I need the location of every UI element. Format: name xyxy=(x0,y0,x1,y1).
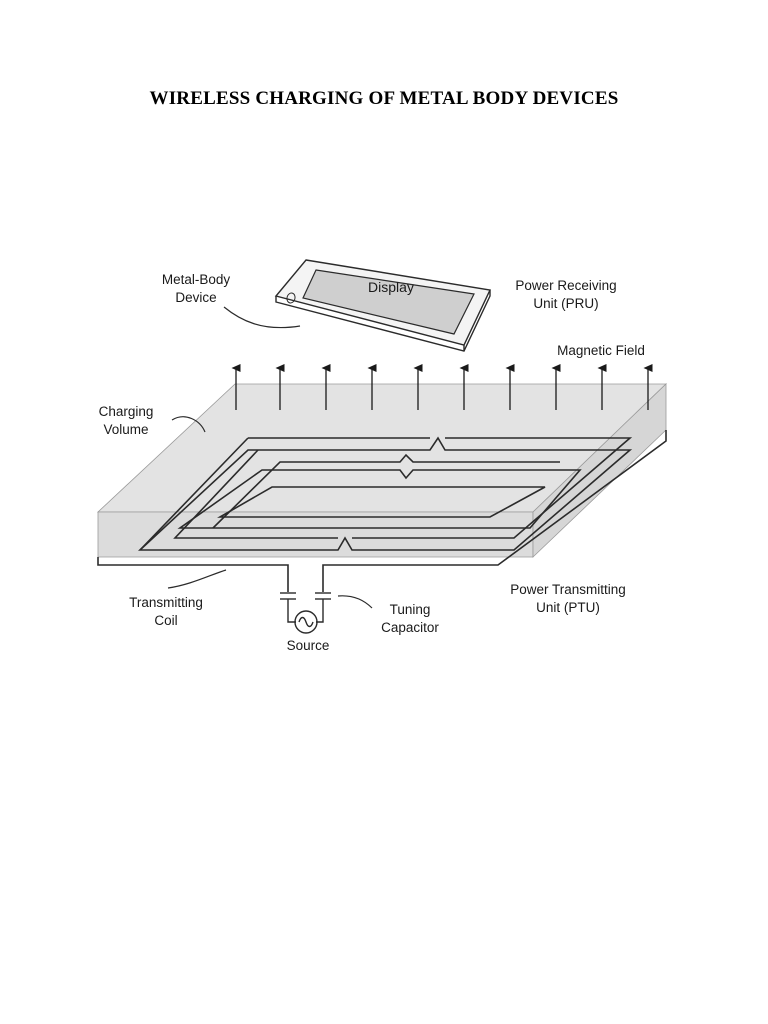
capacitor-right-lead xyxy=(316,599,324,623)
ptu-plate-right-edge xyxy=(345,430,667,566)
charging-volume-label-line1: Charging xyxy=(99,404,154,419)
capacitor-left-lead xyxy=(287,599,296,623)
transmitting-coil-label-line1: Transmitting xyxy=(129,595,203,610)
transmitting-coil xyxy=(97,430,667,592)
page-title: WIRELESS CHARGING OF METAL BODY DEVICES xyxy=(149,88,619,109)
power-transmitting-unit-label-line1: Power Transmitting xyxy=(510,582,626,597)
transmitting-coil-label-line2: Coil xyxy=(154,613,177,628)
power-receiving-unit-label-line2: Unit (PRU) xyxy=(533,296,598,311)
coil-loop-middle-inner xyxy=(212,453,560,529)
charging-volume-label-line2: Volume xyxy=(103,422,148,437)
coil-feed-right xyxy=(322,564,345,592)
leader-metal-body-device xyxy=(223,306,301,329)
power-transmitting-unit-label-line2: Unit (PTU) xyxy=(536,600,600,615)
leader-tuning-capacitor xyxy=(337,595,373,609)
magnetic-field-label: Magnetic Field xyxy=(557,343,645,358)
coil-feed-left xyxy=(237,564,289,592)
leader-lines xyxy=(167,306,373,609)
metal-body-device xyxy=(274,259,492,352)
coil-loop-outer xyxy=(137,436,633,551)
metal-body-device-label-line2: Device xyxy=(175,290,216,305)
display-label: Display xyxy=(368,279,414,295)
tuning-capacitor-label-line2: Capacitor xyxy=(381,620,439,635)
ac-source-wave xyxy=(298,616,314,628)
source-label: Source xyxy=(287,638,330,653)
labels: Metal-Body Device Display Power Receivin… xyxy=(99,272,645,653)
leader-charging-volume xyxy=(171,416,206,433)
ac-source-symbol xyxy=(294,610,318,634)
power-receiving-unit-label-line1: Power Receiving xyxy=(515,278,616,293)
metal-body-device-label-line1: Metal-Body xyxy=(162,272,231,287)
coil-loop-outer-top xyxy=(248,437,633,539)
tuning-capacitor-label-line1: Tuning xyxy=(390,602,431,617)
source-circuit xyxy=(280,592,331,634)
leader-transmitting-coil xyxy=(167,569,227,589)
coil-loop-inner xyxy=(217,486,546,518)
ptu-plate-outline xyxy=(97,557,237,566)
coil-loop-middle xyxy=(177,469,582,529)
coil-loop-outer-left xyxy=(139,437,338,551)
home-button xyxy=(286,292,296,304)
phone-display xyxy=(302,269,475,335)
magnetic-field-arrows xyxy=(231,364,653,410)
